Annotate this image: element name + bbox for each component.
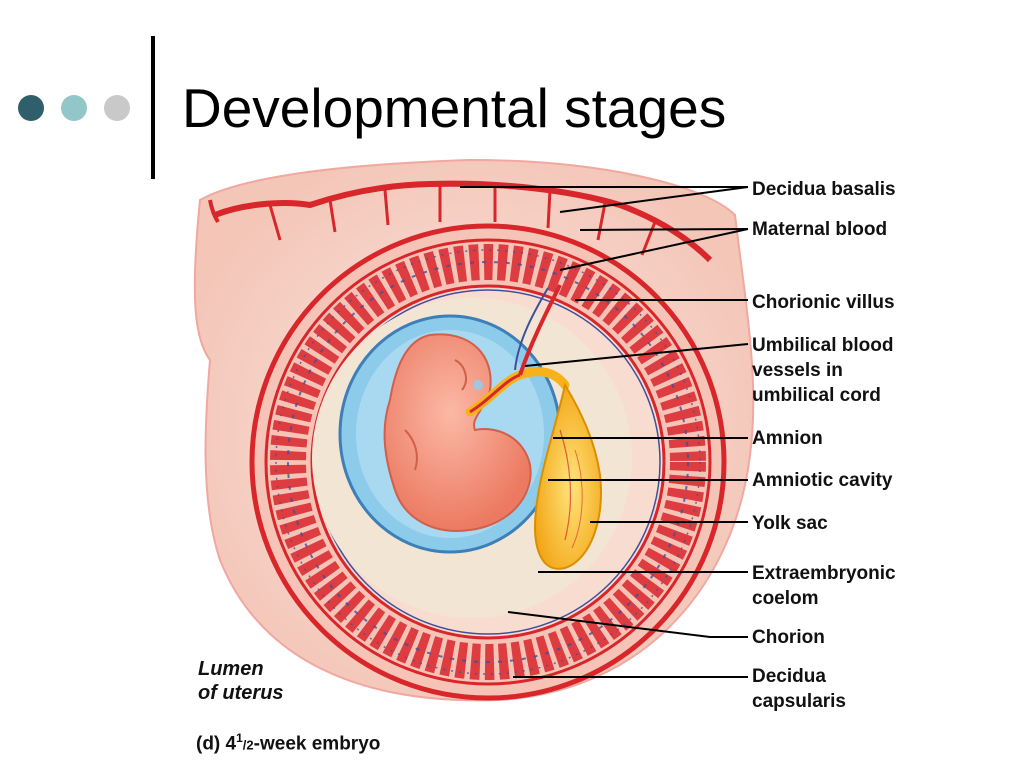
yolk-sac [534, 382, 602, 570]
embryo [383, 333, 532, 532]
connecting-stalk-vessels [518, 284, 562, 376]
label-decidua-capsularis: Decidua capsularis [752, 664, 846, 714]
label-extraembryonic-line2: coelom [752, 588, 819, 609]
label-umbilical-blood-vessels: Umbilical blood vessels in umbilical cor… [752, 333, 893, 408]
label-extraembryonic-line1: Extraembryonic [752, 563, 896, 584]
label-lumen-line1: Lumen [198, 658, 264, 680]
label-umbilical-line1: Umbilical blood [752, 335, 894, 356]
label-chorionic-villus: Chorionic villus [752, 292, 895, 313]
label-yolk-sac: Yolk sac [752, 513, 828, 534]
label-decidua-capsularis-line1: Decidua [752, 666, 826, 687]
maternal-artery [213, 180, 713, 263]
label-amniotic-cavity: Amniotic cavity [752, 470, 893, 491]
slide-title: Developmental stages [182, 77, 727, 139]
label-chorion: Chorion [752, 627, 825, 648]
decor-dot-dark [18, 95, 44, 121]
label-decidua-basalis: Decidua basalis [752, 179, 896, 200]
caption-suffix: -week embryo [253, 733, 381, 755]
caption-fraction-slash: / [242, 737, 247, 753]
label-extraembryonic-coelom: Extraembryonic coelom [752, 561, 896, 611]
caption-fraction-numerator: 1 [236, 731, 243, 745]
decor-dot-grey [104, 95, 130, 121]
label-amnion: Amnion [752, 428, 823, 449]
label-decidua-capsularis-line2: capsularis [752, 691, 846, 712]
label-lumen-of-uterus: Lumen of uterus [198, 657, 284, 705]
label-lumen-line2: of uterus [198, 682, 284, 704]
leader-lines [460, 186, 749, 678]
label-umbilical-line3: umbilical cord [752, 385, 881, 406]
caption-prefix: (d) 4 [196, 733, 237, 755]
figure-caption: (d) 41/2-week embryo [196, 731, 380, 755]
label-umbilical-line2: vessels in [752, 360, 843, 381]
decor-dot-light [61, 95, 87, 121]
label-maternal-blood: Maternal blood [752, 219, 888, 240]
caption-fraction-denominator: 2 [246, 737, 254, 753]
title-divider [151, 36, 155, 179]
